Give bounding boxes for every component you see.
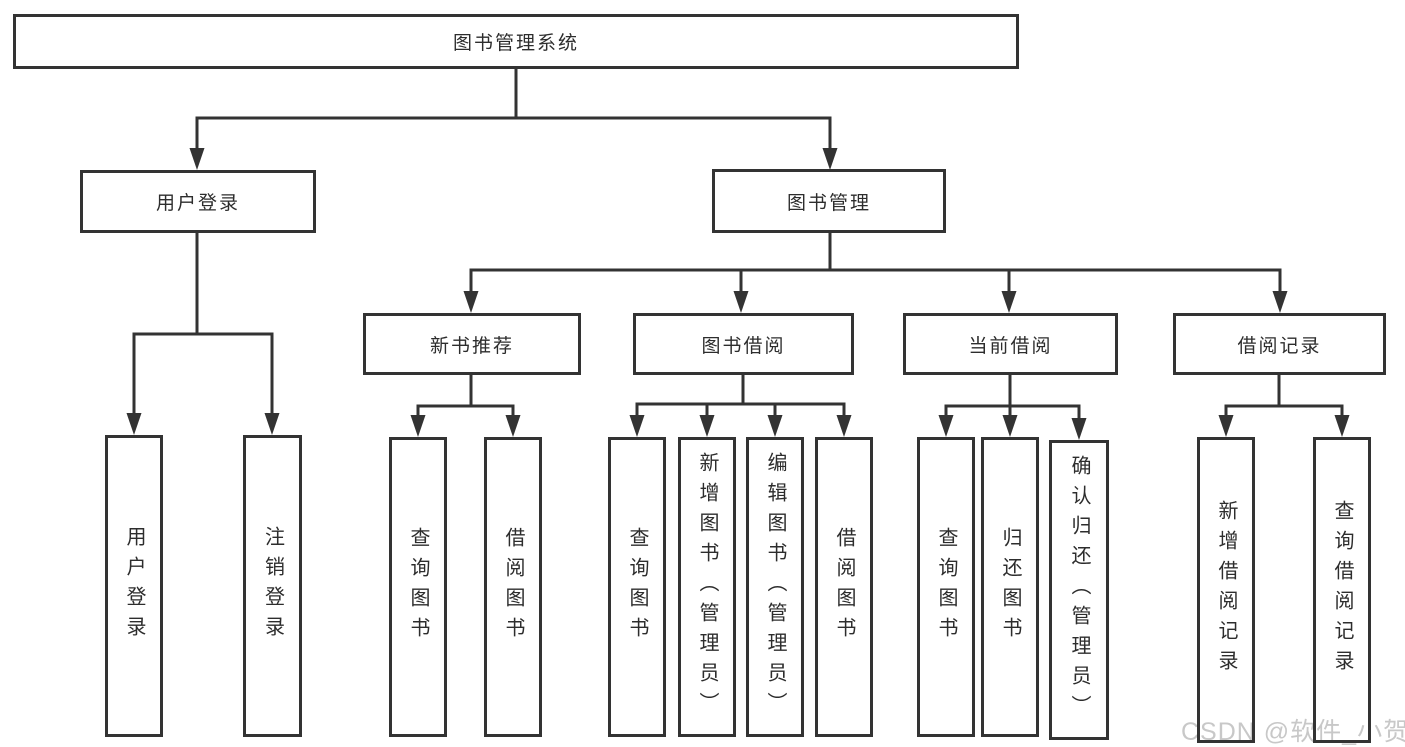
node-label: 注销登录 [261, 526, 284, 646]
leaf-edit-book-admin: 编辑图书（管理员） [746, 437, 804, 737]
node-label: 查询借阅记录 [1331, 500, 1353, 680]
node-label: 用户登录 [155, 193, 240, 214]
node-new-book-recommendation: 新书推荐 [363, 313, 581, 375]
node-label: 图书管理 [786, 192, 871, 214]
leaf-add-borrow-record: 新增借阅记录 [1197, 437, 1255, 743]
node-borrowing-records: 借阅记录 [1173, 313, 1386, 375]
node-label: 确认归还（管理员） [1068, 455, 1090, 725]
watermark: CSDN @软件_小贺同学 [1181, 718, 1405, 746]
node-label: 编辑图书（管理员） [764, 452, 786, 722]
node-label: 新增借阅记录 [1215, 500, 1237, 680]
leaf-query-books-2: 查询图书 [608, 437, 666, 737]
node-book-borrowing: 图书借阅 [633, 313, 854, 375]
node-current-borrowing: 当前借阅 [903, 313, 1118, 375]
node-label: 查询图书 [626, 527, 648, 647]
node-book-management: 图书管理 [712, 169, 946, 233]
leaf-borrow-books-2: 借阅图书 [815, 437, 873, 737]
leaf-query-books-3: 查询图书 [917, 437, 975, 737]
node-label: 新书推荐 [429, 335, 514, 357]
leaf-borrow-books-1: 借阅图书 [484, 437, 542, 737]
node-user-login: 用户登录 [80, 170, 316, 233]
leaf-query-borrow-record: 查询借阅记录 [1313, 437, 1371, 743]
leaf-confirm-return-admin: 确认归还（管理员） [1049, 440, 1109, 740]
leaf-query-books-1: 查询图书 [389, 437, 447, 737]
node-label: 当前借阅 [968, 335, 1053, 357]
node-library-management-system: 图书管理系统 [13, 14, 1019, 69]
node-label: 图书借阅 [701, 335, 786, 357]
leaf-logout-login: 注销登录 [243, 435, 302, 737]
node-label: 用户登录 [123, 526, 145, 646]
leaf-user-login: 用户登录 [105, 435, 163, 737]
node-label: 新增图书（管理员） [696, 452, 718, 722]
node-label: 图书管理系统 [452, 33, 579, 54]
node-label: 借阅图书 [502, 527, 524, 647]
node-label: 查询图书 [935, 527, 957, 647]
leaf-add-book-admin: 新增图书（管理员） [678, 437, 736, 737]
node-label: 借阅记录 [1237, 335, 1322, 357]
leaf-return-books: 归还图书 [981, 437, 1039, 737]
node-label: 查询图书 [407, 527, 429, 647]
node-label: 归还图书 [999, 527, 1021, 647]
node-label: 借阅图书 [833, 527, 855, 647]
